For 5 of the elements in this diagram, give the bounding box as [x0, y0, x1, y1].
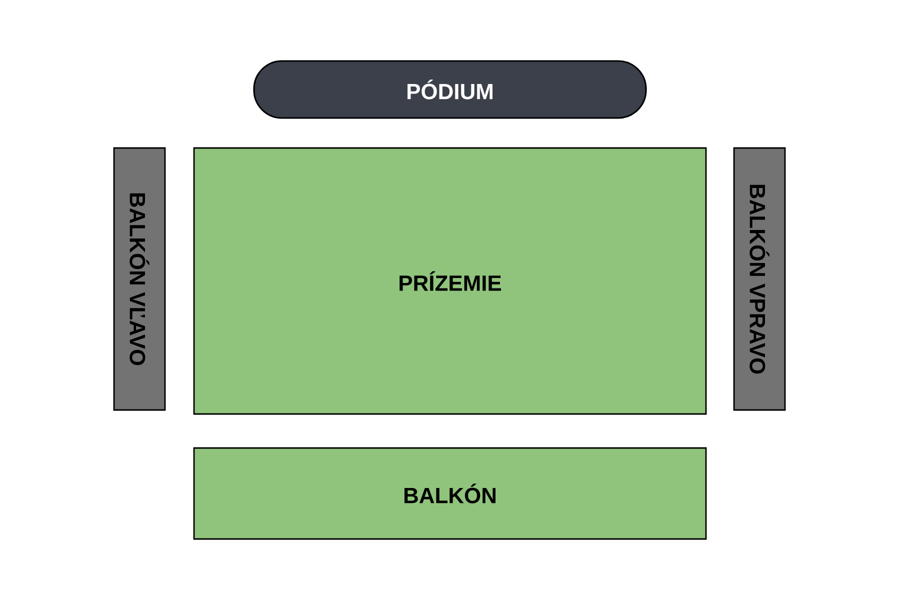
- stage-block: PÓDIUM: [253, 60, 647, 119]
- seating-block: PRÍZEMIE: [193, 147, 707, 415]
- balcony-block: BALKÓN VĽAVO: [113, 147, 166, 411]
- balcony-block: BALKÓN VPRAVO: [733, 147, 786, 411]
- seating-block: BALKÓN: [193, 447, 707, 540]
